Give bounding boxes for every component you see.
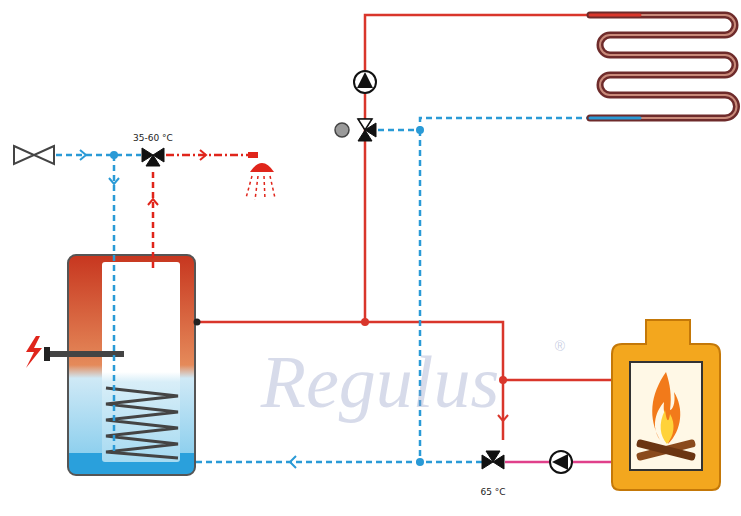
shower-head	[264, 176, 265, 200]
motorized-mixing-valve	[335, 123, 349, 137]
fireplace	[630, 362, 702, 470]
watermark: ®	[555, 339, 565, 353]
temperature-label: 65 °C	[480, 488, 505, 497]
cold-water-inlet	[109, 178, 119, 184]
circulation-pump	[354, 71, 376, 93]
circulation-pump	[550, 451, 572, 473]
hot-water-line	[152, 168, 155, 268]
shower-head	[250, 163, 274, 172]
electric-heater	[48, 351, 124, 357]
cold-water-inlet	[14, 146, 54, 164]
return-pipe	[378, 118, 590, 130]
pipe-junction	[416, 126, 424, 134]
shower-head	[246, 152, 275, 200]
pipe-junction	[361, 318, 369, 326]
pipe-junction	[194, 319, 201, 326]
storage-tank	[68, 255, 195, 475]
circulation-pump	[552, 454, 568, 470]
flow-arrow	[290, 456, 296, 468]
shower-head	[246, 176, 275, 200]
supply-pipe	[195, 15, 612, 440]
electric-heater	[26, 336, 42, 368]
floor-heating-coil	[590, 15, 737, 118]
heating-coil	[106, 388, 178, 458]
heating-coil	[106, 388, 178, 458]
motorized-mixing-valve	[358, 119, 372, 130]
return-pipe	[195, 461, 482, 464]
motorized-mixing-valve	[358, 119, 376, 141]
thermostatic-mixing-valve	[142, 148, 164, 166]
circulation-pump	[357, 72, 373, 88]
cold-water-inlet	[14, 146, 54, 164]
cold-water-inlet	[80, 150, 86, 160]
shower-head	[270, 176, 275, 198]
floor-heating-coil	[590, 117, 640, 120]
cold-water-inlet	[113, 155, 116, 452]
pipe-junction	[499, 376, 507, 384]
return-pipe	[195, 118, 590, 462]
fireplace	[661, 410, 674, 444]
hot-water-line	[148, 199, 158, 205]
thermostatic-valve	[482, 451, 504, 469]
thermostatic-valve	[482, 451, 504, 469]
circulation-pump	[550, 451, 572, 473]
supply-pipe	[503, 379, 612, 382]
thermostatic-mixing-valve	[142, 148, 164, 166]
cold-water-inlet	[14, 146, 141, 452]
temperature-label: 35-60 °C	[133, 134, 173, 143]
storage-tank	[68, 255, 195, 475]
floor-heating-coil	[590, 15, 737, 118]
hot-water-line	[200, 150, 206, 160]
floor-heating-coil	[590, 15, 737, 118]
storage-tank	[102, 262, 180, 462]
fireplace	[612, 320, 720, 490]
motorized-mixing-valve	[335, 119, 376, 141]
fireplace	[652, 372, 680, 444]
hot-water-line	[148, 150, 248, 268]
watermark: Regulus	[261, 345, 499, 419]
electric-heater	[26, 336, 124, 368]
cold-water-inlet	[56, 154, 141, 157]
shower-head	[246, 176, 252, 198]
fireplace	[612, 320, 720, 490]
shower-head	[255, 176, 258, 200]
fireplace	[636, 439, 696, 461]
cold-water-inlet	[110, 151, 118, 159]
electric-heater	[44, 347, 50, 361]
supply-pipe	[365, 15, 590, 322]
supply-pipe	[195, 322, 503, 440]
floor-heating-coil	[590, 14, 640, 17]
fireplace	[636, 439, 696, 461]
circulation-pump	[354, 71, 376, 93]
flow-arrow	[498, 415, 508, 421]
pipe-junction	[416, 458, 424, 466]
shower-head	[248, 152, 258, 158]
